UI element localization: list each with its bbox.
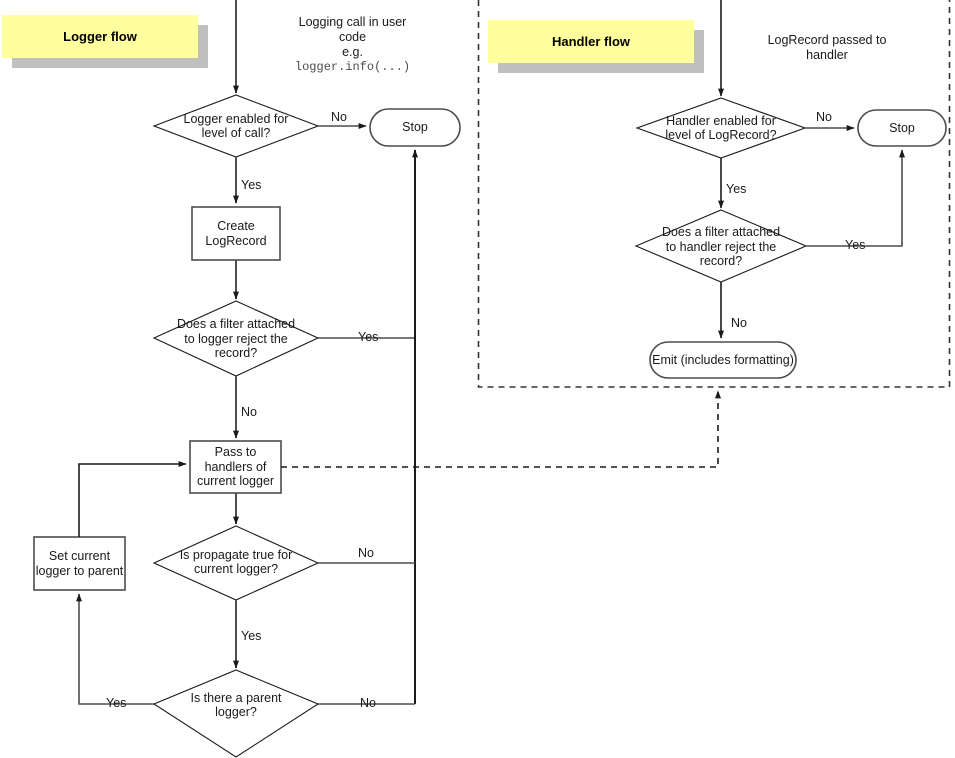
node-handler-enabled xyxy=(635,97,807,159)
node-logger-enabled xyxy=(152,94,320,158)
handler-flow-caption-box xyxy=(488,20,694,63)
node-is-propagate xyxy=(152,525,320,601)
logger-flow-caption-box xyxy=(2,15,198,58)
logger-start-line2: code xyxy=(338,30,367,44)
handler-flow-container xyxy=(477,0,951,388)
edge-label-propagate-no: No xyxy=(358,546,374,560)
node-is-there-parent xyxy=(152,669,320,758)
edge-label-logger-enabled-yes: Yes xyxy=(241,178,262,192)
logger-start-label: Logging call in user code e.g. logger.in… xyxy=(245,15,465,75)
node-create-logrecord xyxy=(191,206,281,261)
edge-label-logger-filter-yes: Yes xyxy=(358,330,379,344)
logger-start-line1: Logging call in user xyxy=(298,15,407,29)
edge-label-handler-filter-no: No xyxy=(731,316,747,330)
node-logger-stop xyxy=(369,108,461,147)
edge-label-handler-enabled-no: No xyxy=(816,110,832,124)
edge-label-handler-enabled-yes: Yes xyxy=(726,182,747,196)
node-pass-to-handlers xyxy=(189,440,282,494)
node-set-current-logger xyxy=(33,536,126,591)
handler-flow-caption: Handler flow xyxy=(551,34,630,49)
edge-label-parent-yes: Yes xyxy=(106,696,127,710)
logger-start-line3: e.g. xyxy=(342,45,363,59)
logger-flow-caption: Logger flow xyxy=(63,29,137,44)
logger-start-code: logger.info(...) xyxy=(294,60,411,74)
edge-handler-filter-yes xyxy=(806,149,905,247)
handler-start-label: LogRecord passed to handler xyxy=(729,33,929,63)
node-emit xyxy=(649,341,797,379)
node-handler-filter-reject xyxy=(634,209,808,283)
edge-parent-yes xyxy=(76,593,154,705)
edge-label-logger-filter-no: No xyxy=(241,405,257,419)
edge-set-logger-to-handlers xyxy=(78,461,187,537)
edge-label-handler-filter-yes: Yes xyxy=(845,238,866,252)
handler-start-line1: LogRecord passed to xyxy=(767,33,887,47)
edge-label-parent-no: No xyxy=(360,696,376,710)
edge-label-propagate-yes: Yes xyxy=(241,629,262,643)
edge-label-logger-enabled-no: No xyxy=(331,110,347,124)
edge-pass-to-handler-flow xyxy=(281,390,721,468)
node-handler-stop xyxy=(857,109,947,147)
node-logger-filter-reject xyxy=(152,300,320,377)
handler-start-line2: handler xyxy=(806,48,848,62)
